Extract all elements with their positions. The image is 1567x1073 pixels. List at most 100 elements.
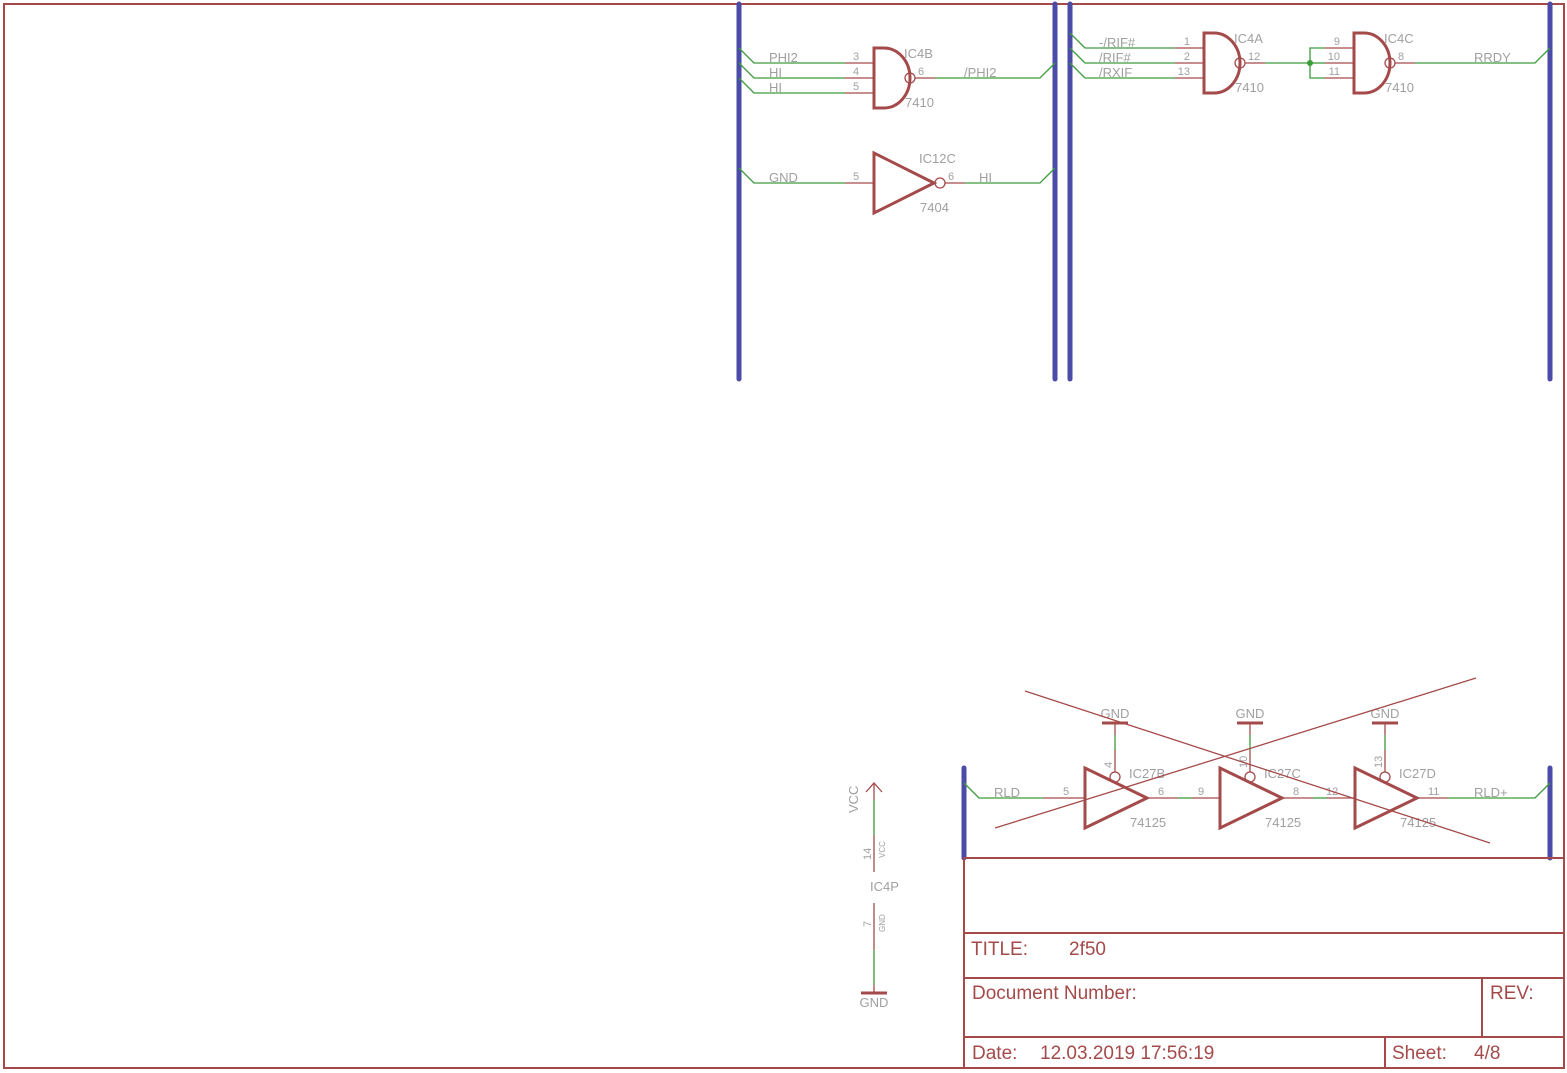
net-wire[interactable] xyxy=(935,62,1056,79)
net-label: PHI2 xyxy=(769,50,798,65)
gate-ic4a[interactable]: -/RIF# /RIF# /RXIF 1 2 13 IC4A 7410 12 xyxy=(1069,31,1310,95)
rev-label: REV: xyxy=(1490,983,1534,1004)
inverter-symbol xyxy=(872,150,938,216)
part-name: IC12C xyxy=(919,151,956,166)
pin-number: 5 xyxy=(1063,786,1069,798)
pin-number: 9 xyxy=(1198,786,1204,798)
net-wire[interactable] xyxy=(738,62,845,79)
net-label: RLD+ xyxy=(1474,785,1508,800)
gnd-label: GND xyxy=(1101,706,1130,721)
cross-out-line xyxy=(994,677,1477,829)
gate-ic4c[interactable]: 9 10 11 IC4C 7410 8 RRDY xyxy=(1307,31,1551,95)
part-name: IC27D xyxy=(1399,766,1436,781)
nand-gate-symbol xyxy=(1352,31,1392,95)
net-label: /RXIF xyxy=(1099,65,1132,80)
buffer-symbol xyxy=(1083,765,1151,831)
part-value: 7410 xyxy=(1385,80,1414,95)
pin-number: 12 xyxy=(1248,51,1260,63)
net-wire[interactable] xyxy=(1415,47,1551,64)
pin-number: 13 xyxy=(1373,756,1385,768)
power-ic4p[interactable]: VCC 14 VCC IC4P 7 GND GND xyxy=(846,782,899,1010)
enable-bubble xyxy=(1244,771,1256,783)
pin-number: 6 xyxy=(1158,786,1164,798)
net-label: /PHI2 xyxy=(964,65,997,80)
part-name: IC4A xyxy=(1234,31,1263,46)
pin-number: 5 xyxy=(853,81,859,93)
net-wire[interactable] xyxy=(738,47,845,64)
pin-number: 4 xyxy=(853,66,859,78)
net-label: /RIF# xyxy=(1099,50,1132,65)
pin-number: 8 xyxy=(1293,786,1299,798)
title-label: TITLE: xyxy=(971,939,1028,960)
buffer-symbol xyxy=(1353,765,1421,831)
net-label: HI xyxy=(979,170,992,185)
gnd-label: GND xyxy=(860,995,889,1010)
pin-number: 5 xyxy=(853,171,859,183)
gnd-label: GND xyxy=(1371,706,1400,721)
part-value: 74125 xyxy=(1130,815,1166,830)
net-label: GND xyxy=(769,170,798,185)
net-wire[interactable] xyxy=(963,782,1043,799)
pin-number: 14 xyxy=(862,848,874,860)
part-value: 74125 xyxy=(1400,815,1436,830)
buffer-ic27d[interactable]: GND 13 IC27D 74125 12 11 xyxy=(1326,706,1439,831)
part-name: IC4B xyxy=(904,46,933,61)
gate-ic4b[interactable]: PHI2 HI HI 3 4 5 IC4B 7410 6 /PHI2 xyxy=(738,46,1056,110)
enable-bubble xyxy=(1379,771,1391,783)
nand-gate-symbol xyxy=(1202,31,1242,95)
buffer-chain[interactable]: GND 4 IC27B 74125 5 6 GND 10 IC27C 74125… xyxy=(963,677,1551,844)
part-name: IC27C xyxy=(1264,766,1301,781)
part-name: IC27B xyxy=(1129,766,1165,781)
cross-out-line xyxy=(1024,690,1491,844)
vcc-label: VCC xyxy=(846,786,861,813)
net-wire[interactable] xyxy=(1069,47,1175,64)
pin-number: 4 xyxy=(1103,762,1115,768)
buffer-ic27b[interactable]: GND 4 IC27B 74125 5 6 xyxy=(1063,706,1166,831)
net-label: HI xyxy=(769,80,782,95)
pin-number: 2 xyxy=(1184,51,1190,63)
pin-number: 6 xyxy=(918,66,924,78)
pin-name: GND xyxy=(878,914,887,932)
pin-number: 8 xyxy=(1398,51,1404,63)
buffer-symbol xyxy=(1218,765,1286,831)
inverter-ic12c[interactable]: GND 5 IC12C 7404 6 HI xyxy=(738,150,1056,216)
pin-number: 10 xyxy=(1328,51,1340,63)
part-value: 74125 xyxy=(1265,815,1301,830)
sheet-value: 4/8 xyxy=(1474,1043,1500,1064)
sheet-label: Sheet: xyxy=(1392,1043,1447,1064)
part-value: 7404 xyxy=(920,200,949,215)
document-number-label: Document Number: xyxy=(972,983,1137,1004)
net-wire[interactable] xyxy=(1069,62,1175,79)
nand-gate-symbol xyxy=(872,46,912,110)
net-wire[interactable] xyxy=(1448,782,1551,799)
date-value: 12.03.2019 17:56:19 xyxy=(1040,1043,1214,1064)
pin-number: 9 xyxy=(1334,36,1340,48)
pin-name: VCC xyxy=(878,841,887,858)
net-wire[interactable] xyxy=(965,167,1056,184)
net-label: -/RIF# xyxy=(1099,35,1136,50)
enable-bubble xyxy=(1109,771,1121,783)
pin-number: 7 xyxy=(862,921,874,927)
pin-number: 1 xyxy=(1184,36,1190,48)
part-value: 7410 xyxy=(905,95,934,110)
net-label: HI xyxy=(769,65,782,80)
gnd-label: GND xyxy=(1236,706,1265,721)
part-name: IC4C xyxy=(1384,31,1414,46)
sheet-frame xyxy=(3,3,1565,1069)
pin-number: 3 xyxy=(853,51,859,63)
net-label: RRDY xyxy=(1474,50,1511,65)
net-label: RLD xyxy=(994,785,1020,800)
net-wire[interactable] xyxy=(738,167,845,184)
pin-number: 11 xyxy=(1428,786,1439,798)
title-block: TITLE: 2f50 Document Number: REV: Date: … xyxy=(963,857,1565,1069)
net-wire[interactable] xyxy=(738,77,845,94)
net-wire[interactable] xyxy=(1069,32,1175,49)
part-name: IC4P xyxy=(870,879,899,894)
pin-number: 13 xyxy=(1178,66,1190,78)
pin-number: 6 xyxy=(948,171,954,183)
date-label: Date: xyxy=(972,1043,1017,1064)
buffer-ic27c[interactable]: GND 10 IC27C 74125 9 8 xyxy=(1198,706,1301,831)
pin-number: 11 xyxy=(1329,66,1340,78)
part-value: 7410 xyxy=(1235,80,1264,95)
